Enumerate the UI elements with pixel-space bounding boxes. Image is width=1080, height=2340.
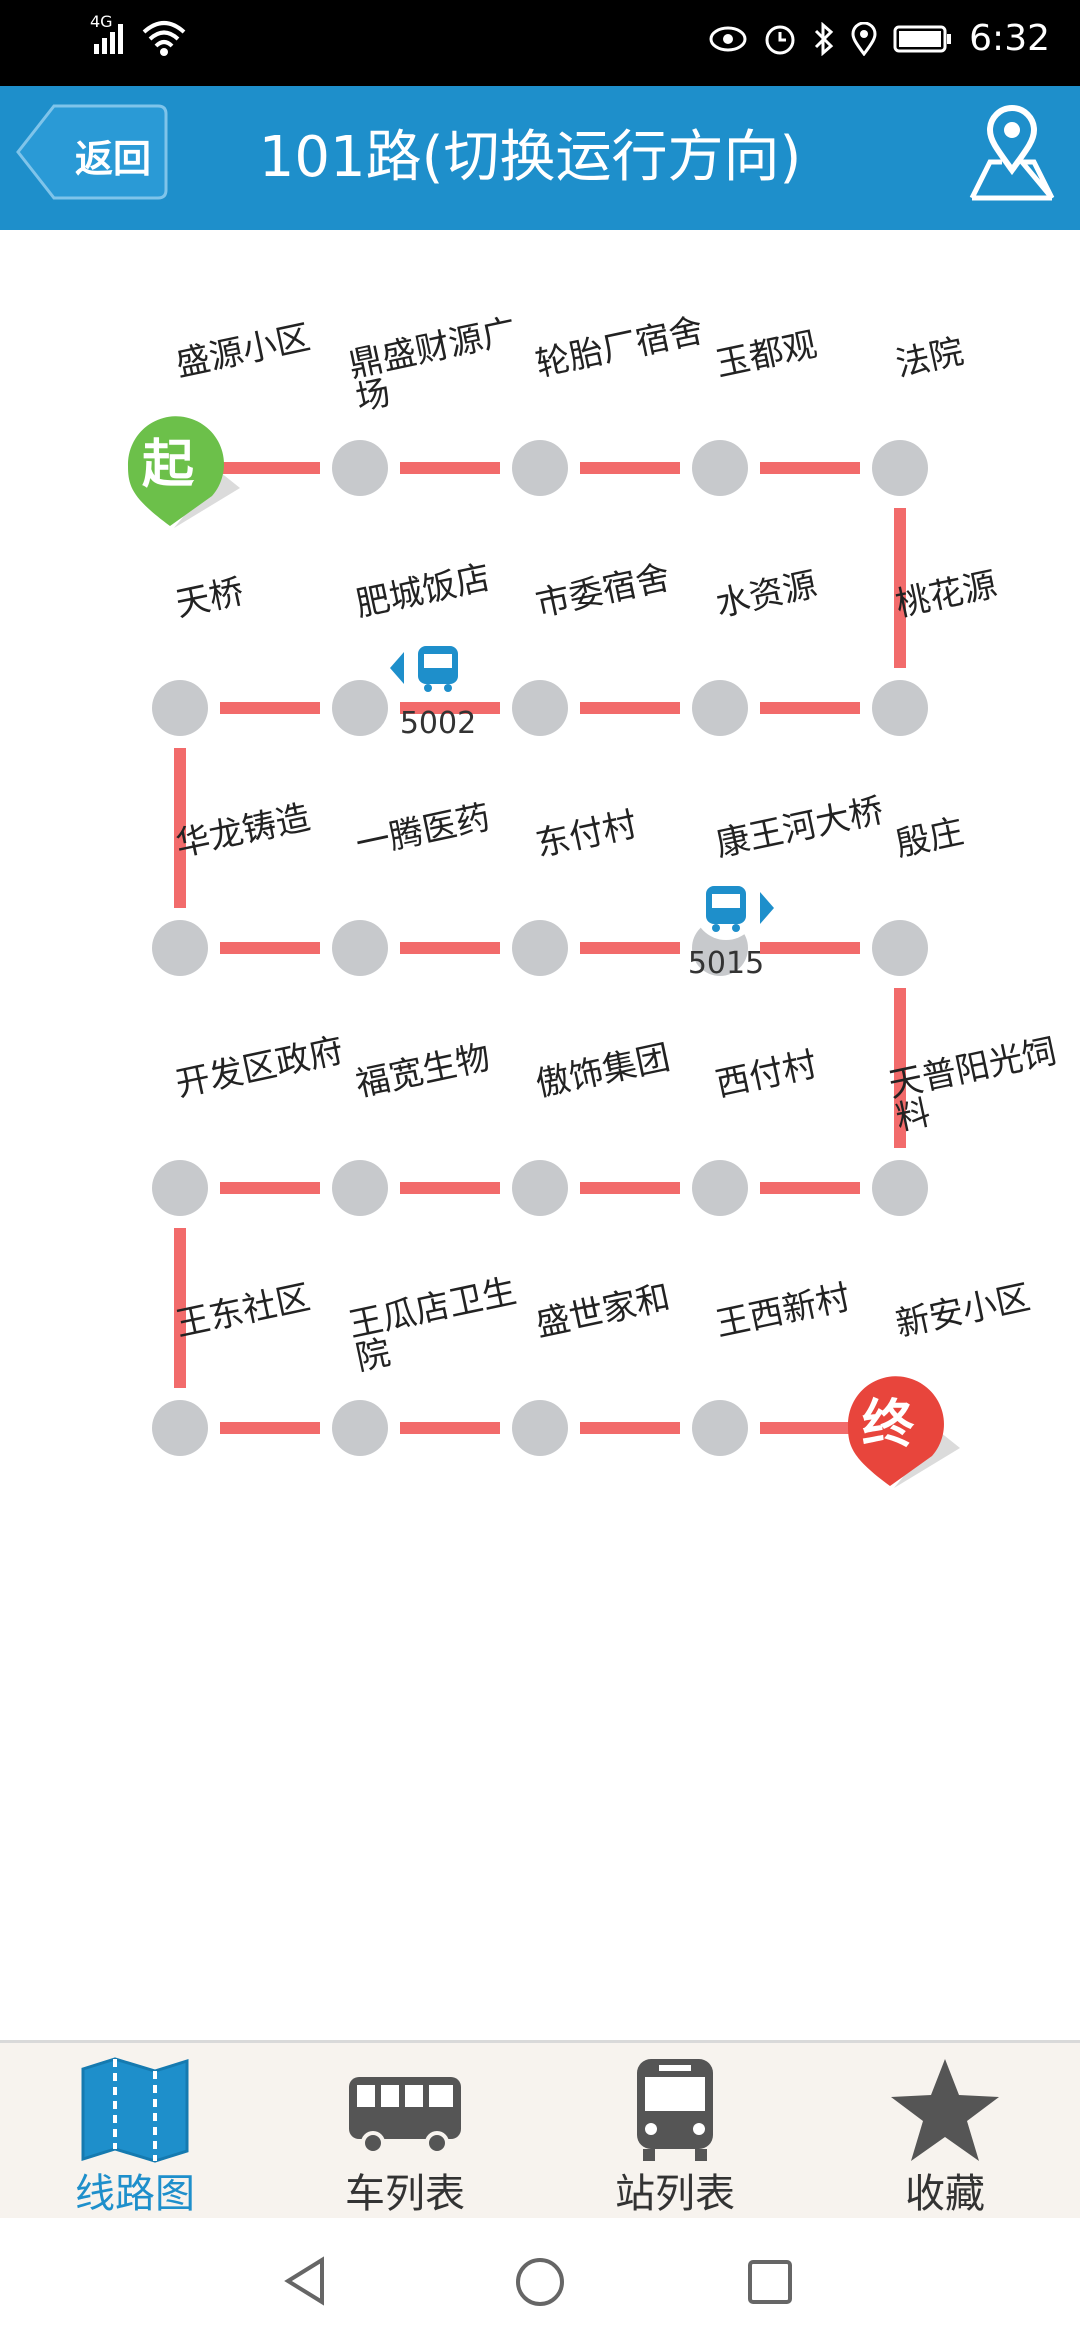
- bus-wheel: [444, 684, 452, 692]
- status-right: 6:32: [709, 18, 1050, 59]
- start-marker: [127, 416, 224, 526]
- nav-home-icon[interactable]: [514, 2256, 566, 2308]
- map-pin-icon: [969, 105, 1055, 201]
- eye-icon: [709, 26, 747, 51]
- end-marker-shadow: [894, 1432, 960, 1488]
- stop-dot: [512, 680, 568, 736]
- route-diagram: 起终: [127, 416, 960, 1488]
- map-location-button[interactable]: [962, 100, 1062, 210]
- tab-bus-list-label: 车列表: [345, 2171, 465, 2217]
- stop-dot: [512, 920, 568, 976]
- bus-wheel: [712, 924, 720, 932]
- stop-dot: [692, 440, 748, 496]
- stop-dot: [152, 1400, 208, 1456]
- wifi-icon: [142, 21, 186, 56]
- stop-dot: [332, 920, 388, 976]
- stop-dot: [512, 440, 568, 496]
- stop-dot: [332, 1400, 388, 1456]
- stop-dot: [152, 920, 208, 976]
- bus-number: 5002: [399, 706, 477, 741]
- battery-icon: [893, 25, 952, 52]
- system-nav-bar: [0, 2218, 1080, 2340]
- stop-dot: [332, 440, 388, 496]
- bus-number: 5015: [687, 946, 765, 981]
- stop-dot: [512, 1160, 568, 1216]
- location-icon: [851, 21, 877, 56]
- bus-direction-arrow: [390, 652, 404, 684]
- alarm-icon: [765, 25, 795, 54]
- stop-dot: [152, 1160, 208, 1216]
- start-marker-shadow: [174, 472, 240, 528]
- bus-side-icon: [349, 2077, 461, 2155]
- stop-dot: [332, 1160, 388, 1216]
- bluetooth-icon: [815, 21, 834, 56]
- nav-back-icon[interactable]: [280, 2256, 330, 2306]
- stop-dot: [692, 1160, 748, 1216]
- tab-bus-list[interactable]: 车列表: [270, 2043, 540, 2221]
- tab-route-map-label: 线路图: [75, 2171, 195, 2217]
- tab-stop-list[interactable]: 站列表: [540, 2043, 810, 2221]
- bus-direction-arrow: [760, 892, 774, 924]
- stop-dot: [872, 680, 928, 736]
- map-icon: [81, 2057, 189, 2163]
- network-type: 4G: [90, 12, 113, 31]
- bus-window: [424, 654, 452, 668]
- tab-stop-list-label: 站列表: [615, 2171, 735, 2217]
- app-header: 返回 101路(切换运行方向): [0, 86, 1080, 230]
- stop-dot: [872, 920, 928, 976]
- stop-dot: [512, 1400, 568, 1456]
- stop-dot: [692, 680, 748, 736]
- page-title[interactable]: 101路(切换运行方向): [258, 125, 802, 190]
- tab-favorites-label: 收藏: [905, 2171, 985, 2217]
- stop-dot: [152, 680, 208, 736]
- bus-wheel: [424, 684, 432, 692]
- tab-route-map[interactable]: 线路图: [0, 2043, 270, 2221]
- bus-window: [712, 894, 740, 908]
- nav-recents-icon[interactable]: [746, 2258, 794, 2306]
- star-icon: [891, 2059, 999, 2161]
- bottom-tab-bar: 线路图 车列表 站列表 收藏: [0, 2040, 1080, 2221]
- end-marker-label: 终: [862, 1395, 915, 1455]
- tab-favorites[interactable]: 收藏: [810, 2043, 1080, 2221]
- stop-dot: [692, 1400, 748, 1456]
- stop-dot: [872, 440, 928, 496]
- cell-signal-icon: 4G: [90, 12, 130, 58]
- end-marker: [847, 1376, 944, 1486]
- status-bar: 4G 6:32: [0, 0, 1080, 86]
- bus-front-icon: [637, 2059, 713, 2161]
- status-left: 4G: [90, 12, 186, 58]
- back-label: 返回: [74, 137, 151, 181]
- clock: 6:32: [969, 18, 1050, 59]
- stop-dot: [332, 680, 388, 736]
- start-marker-label: 起: [142, 435, 195, 495]
- route-map: 起终 盛源小区鼎盛财源广场轮胎厂宿舍玉都观法院桃花源水资源市委宿舍肥城饭店天桥华…: [0, 230, 1080, 2040]
- bus-wheel: [732, 924, 740, 932]
- stop-dot: [872, 1160, 928, 1216]
- back-button[interactable]: 返回: [14, 102, 170, 202]
